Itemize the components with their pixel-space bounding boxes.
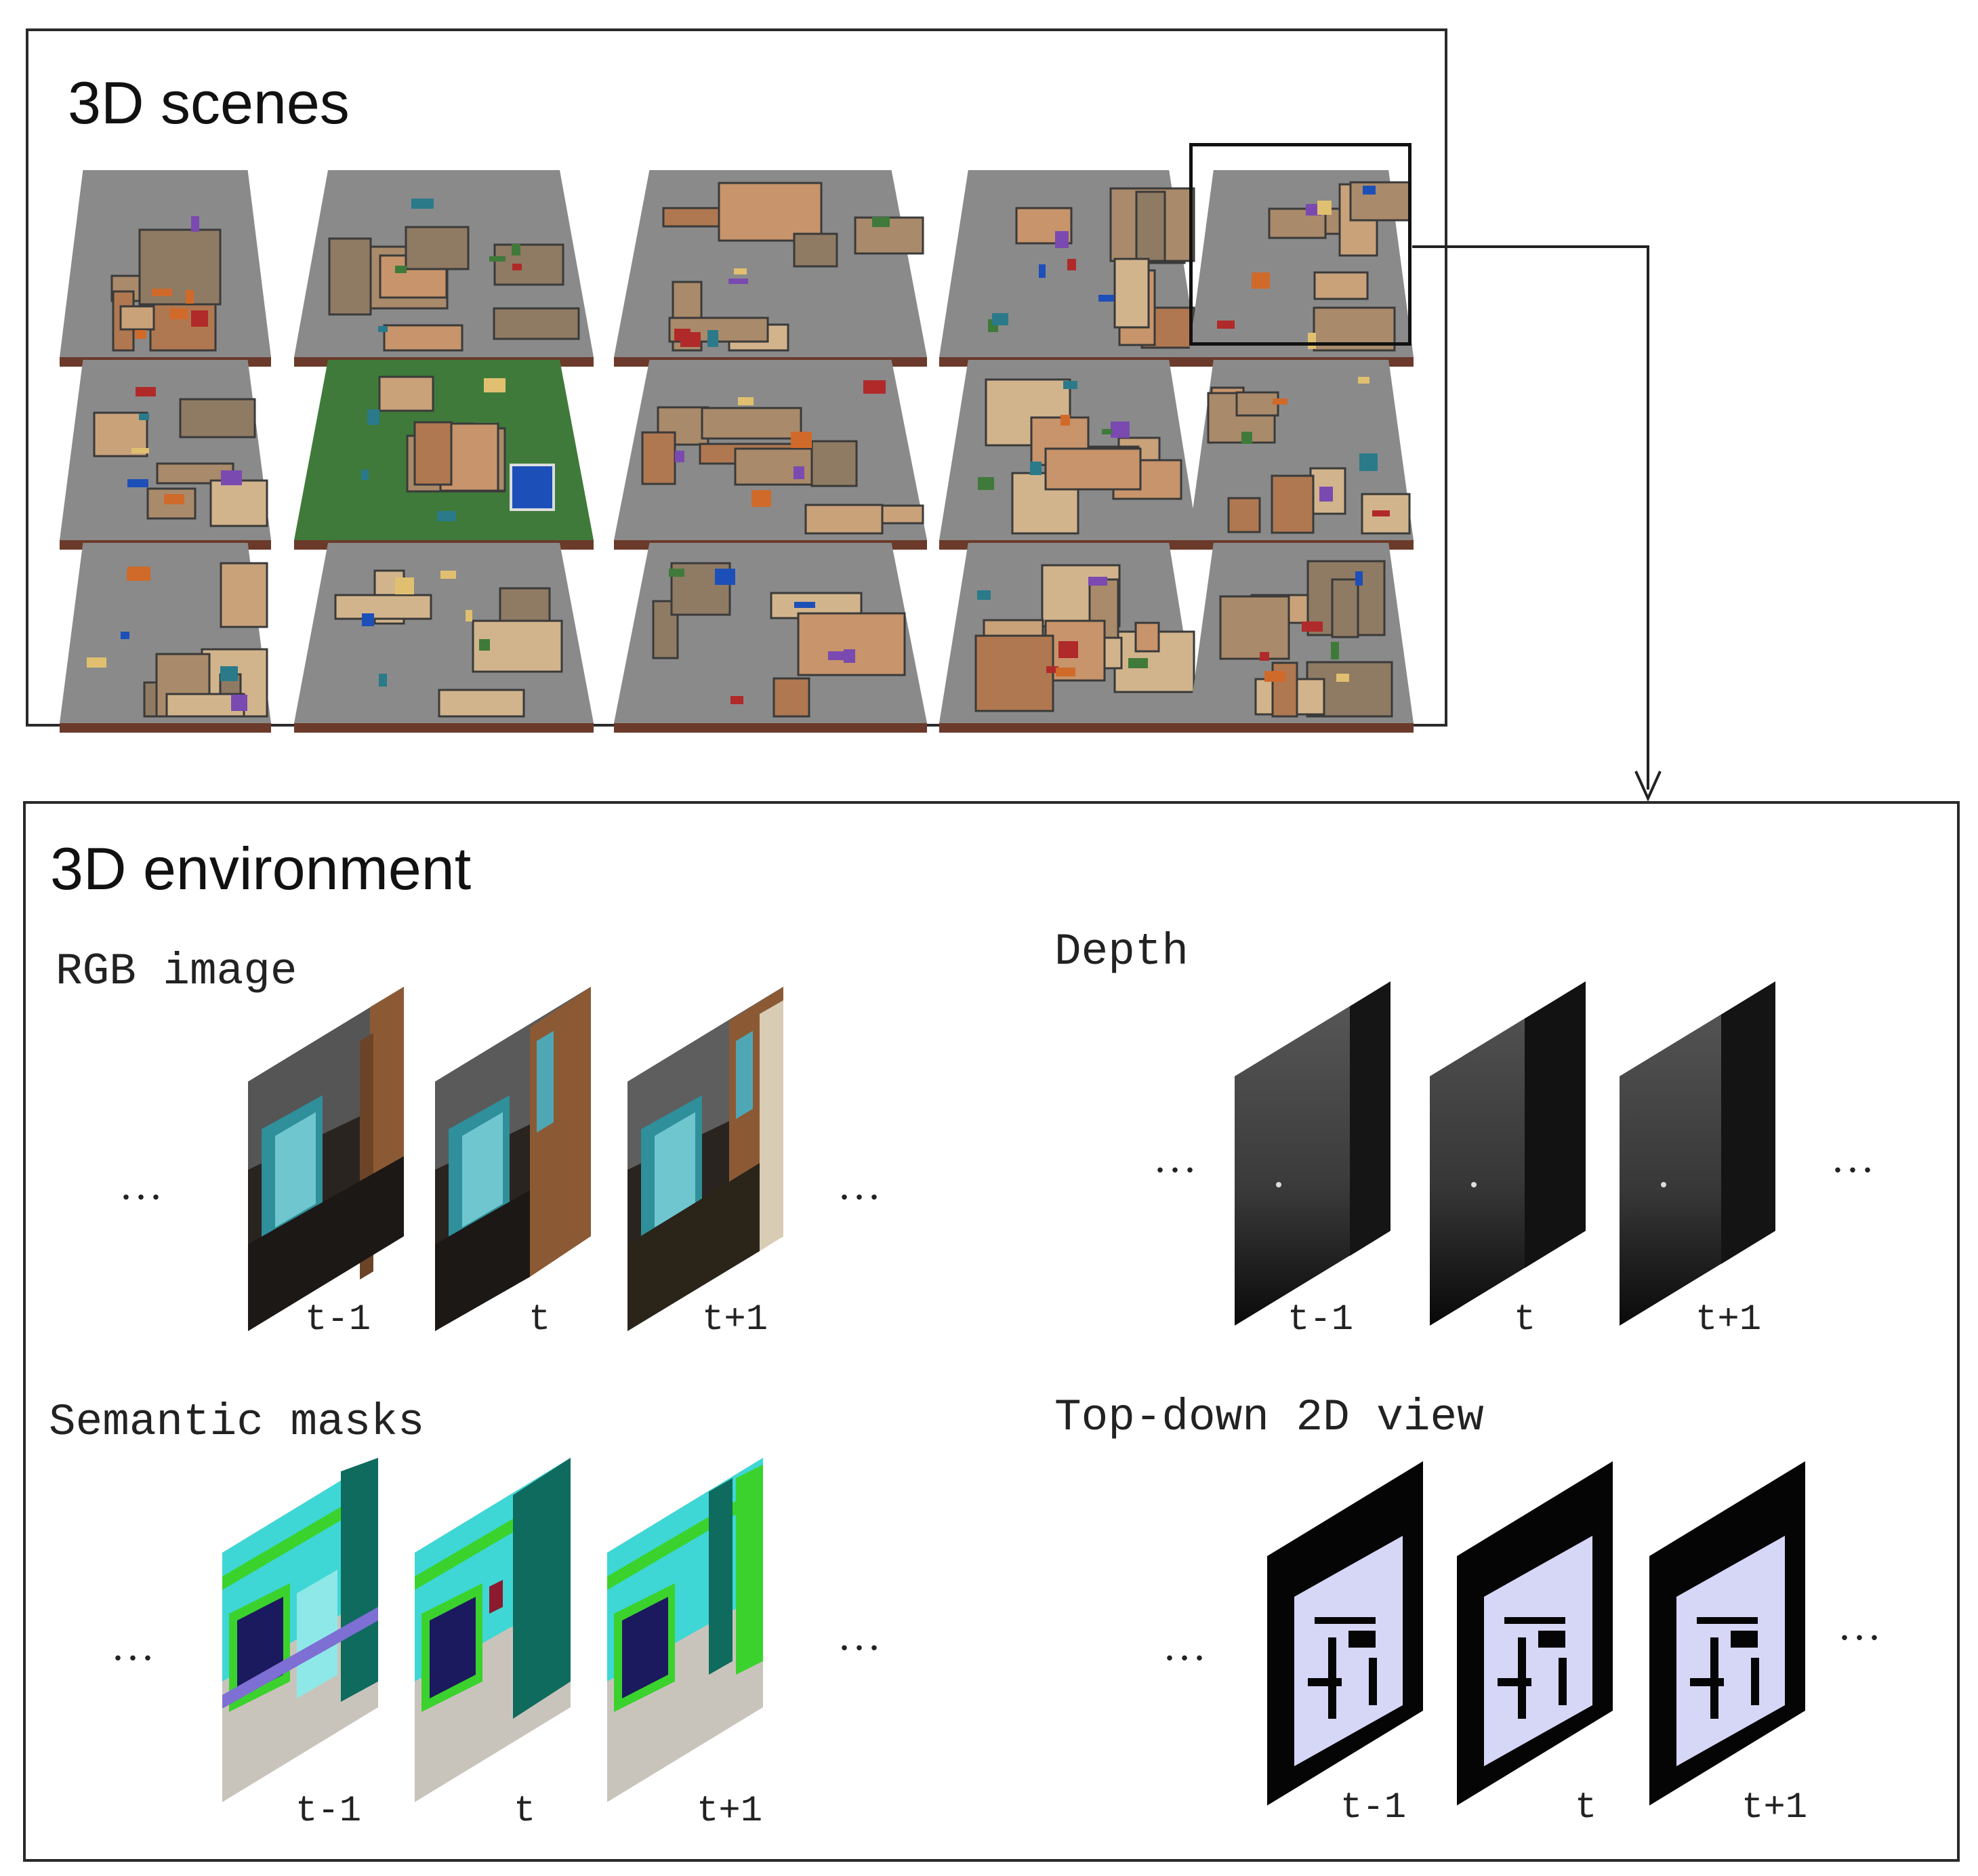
depth-frame-t-plus-1 bbox=[1620, 981, 1775, 1326]
scene-thumbnail bbox=[939, 543, 1198, 733]
depth-section-label: Depth bbox=[1054, 926, 1189, 977]
scene-thumbnail bbox=[294, 170, 594, 367]
topdown-ellipsis-left: ... bbox=[1164, 1621, 1209, 1669]
scene-thumbnail bbox=[1189, 360, 1414, 550]
depth-label-t-minus-1: t-1 bbox=[1287, 1299, 1354, 1341]
scene-thumbnail bbox=[614, 543, 927, 733]
semantic-label-t: t bbox=[514, 1791, 536, 1832]
rgb-frame-t bbox=[435, 987, 591, 1331]
topdown-section-label: Top-down 2D view bbox=[1054, 1392, 1484, 1443]
rgb-section-label: RGB image bbox=[56, 946, 297, 997]
scene-thumbnail bbox=[294, 543, 594, 733]
scene-thumbnail bbox=[60, 360, 271, 550]
semantic-label-t-minus-1: t-1 bbox=[295, 1791, 362, 1832]
semantic-label-t-plus-1: t+1 bbox=[697, 1791, 763, 1832]
topdown-ellipsis-right: ... bbox=[1839, 1601, 1884, 1649]
scene-thumbnail bbox=[939, 360, 1198, 550]
semantic-frame-t-minus-1 bbox=[222, 1458, 378, 1802]
topdown-label-t-plus-1: t+1 bbox=[1742, 1787, 1808, 1829]
depth-ellipsis-left: ... bbox=[1155, 1133, 1199, 1181]
rgb-label-t-minus-1: t-1 bbox=[305, 1299, 371, 1341]
rgb-ellipsis-right: ... bbox=[839, 1160, 884, 1208]
rgb-frame-t-minus-1 bbox=[248, 987, 404, 1331]
environment-title: 3D environment bbox=[50, 835, 472, 902]
depth-frame-t-minus-1 bbox=[1235, 981, 1390, 1326]
scene-thumbnail bbox=[60, 543, 271, 733]
topdown-label-t-minus-1: t-1 bbox=[1340, 1787, 1407, 1829]
rgb-frame-t-plus-1 bbox=[627, 987, 783, 1331]
scene-thumbnail bbox=[60, 170, 271, 367]
scene-thumbnail bbox=[614, 170, 927, 367]
selected-scene-highlight bbox=[1189, 143, 1412, 346]
topdown-frame-t-plus-1 bbox=[1649, 1461, 1805, 1806]
depth-frame-t bbox=[1430, 981, 1586, 1326]
topdown-label-t: t bbox=[1575, 1787, 1597, 1829]
scenes-panel: 3D scenes bbox=[26, 28, 1447, 733]
scenes-title: 3D scenes bbox=[68, 69, 350, 136]
scene-thumbnail bbox=[1189, 543, 1414, 733]
semantic-section-label: Semantic masks bbox=[49, 1397, 425, 1448]
environment-panel: 3D environment RGB image Depth Semantic … bbox=[23, 801, 1960, 1862]
rgb-ellipsis-left: ... bbox=[121, 1160, 165, 1208]
semantic-frame-t-plus-1 bbox=[607, 1458, 763, 1802]
depth-label-t: t bbox=[1514, 1299, 1536, 1341]
rgb-label-t-plus-1: t+1 bbox=[702, 1299, 768, 1341]
semantic-ellipsis-right: ... bbox=[839, 1611, 884, 1659]
scene-thumbnail bbox=[294, 360, 594, 550]
semantic-ellipsis-left: ... bbox=[112, 1621, 157, 1669]
rgb-label-t: t bbox=[529, 1299, 551, 1341]
topdown-frame-t-minus-1 bbox=[1267, 1461, 1423, 1806]
topdown-frame-t bbox=[1457, 1461, 1613, 1806]
depth-ellipsis-right: ... bbox=[1832, 1133, 1877, 1181]
scene-thumbnail bbox=[614, 360, 927, 550]
depth-label-t-plus-1: t+1 bbox=[1695, 1299, 1762, 1341]
semantic-frame-t bbox=[415, 1458, 571, 1802]
scene-thumbnail bbox=[939, 170, 1198, 367]
